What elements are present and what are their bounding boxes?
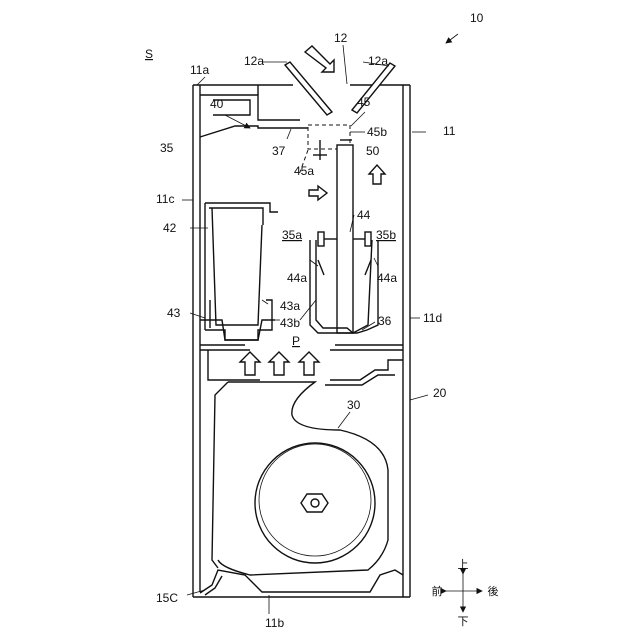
label-45b: 45b bbox=[367, 125, 387, 139]
label-43a: 43a bbox=[280, 299, 300, 313]
label-43b: 43b bbox=[280, 316, 300, 330]
label-44: 44 bbox=[357, 208, 371, 222]
label-42: 42 bbox=[163, 221, 177, 235]
direction-front: 前 bbox=[432, 584, 443, 598]
label-15C: 15C bbox=[156, 591, 178, 605]
label-20: 20 bbox=[433, 386, 447, 400]
label-11c: 11c bbox=[156, 192, 174, 206]
label-45: 45 bbox=[357, 95, 371, 109]
label-11a: 11a bbox=[190, 63, 209, 77]
reference-labels: 10 S 11 11a 11b 11c 11d 12 12a 12a 15C 2… bbox=[145, 11, 484, 630]
label-35a: 35a bbox=[282, 228, 302, 242]
label-12a-left: 12a bbox=[244, 54, 264, 68]
label-37: 37 bbox=[272, 144, 286, 158]
direction-indicator: 上 下 前 後 bbox=[432, 558, 499, 628]
label-30: 30 bbox=[347, 398, 361, 412]
label-11b: 11b bbox=[265, 616, 284, 630]
partition-36 bbox=[200, 345, 403, 385]
label-11d: 11d bbox=[423, 311, 442, 325]
direction-down: 下 bbox=[458, 615, 469, 628]
label-50: 50 bbox=[366, 144, 380, 158]
label-10: 10 bbox=[470, 11, 484, 25]
label-40: 40 bbox=[210, 97, 224, 111]
label-11: 11 bbox=[443, 124, 456, 138]
label-P: P bbox=[292, 334, 300, 348]
fan-impeller bbox=[255, 443, 375, 563]
louver-flaps bbox=[285, 62, 395, 115]
label-44a-right: 44a bbox=[377, 271, 397, 285]
label-12: 12 bbox=[334, 31, 348, 45]
direction-back: 後 bbox=[488, 584, 499, 598]
label-S: S bbox=[145, 47, 153, 61]
housing bbox=[193, 85, 410, 597]
base-plate bbox=[200, 570, 403, 595]
label-35b: 35b bbox=[376, 228, 396, 242]
label-12a-right: 12a bbox=[368, 54, 388, 68]
upper-duct bbox=[200, 85, 308, 137]
label-35: 35 bbox=[160, 141, 174, 155]
label-45a: 45a bbox=[294, 164, 314, 178]
fan-casing bbox=[212, 382, 388, 575]
label-36: 36 bbox=[378, 314, 392, 328]
filter-50 bbox=[337, 145, 353, 333]
label-43: 43 bbox=[167, 306, 181, 320]
label-44a-left: 44a bbox=[287, 271, 307, 285]
direction-up: 上 bbox=[458, 558, 469, 571]
